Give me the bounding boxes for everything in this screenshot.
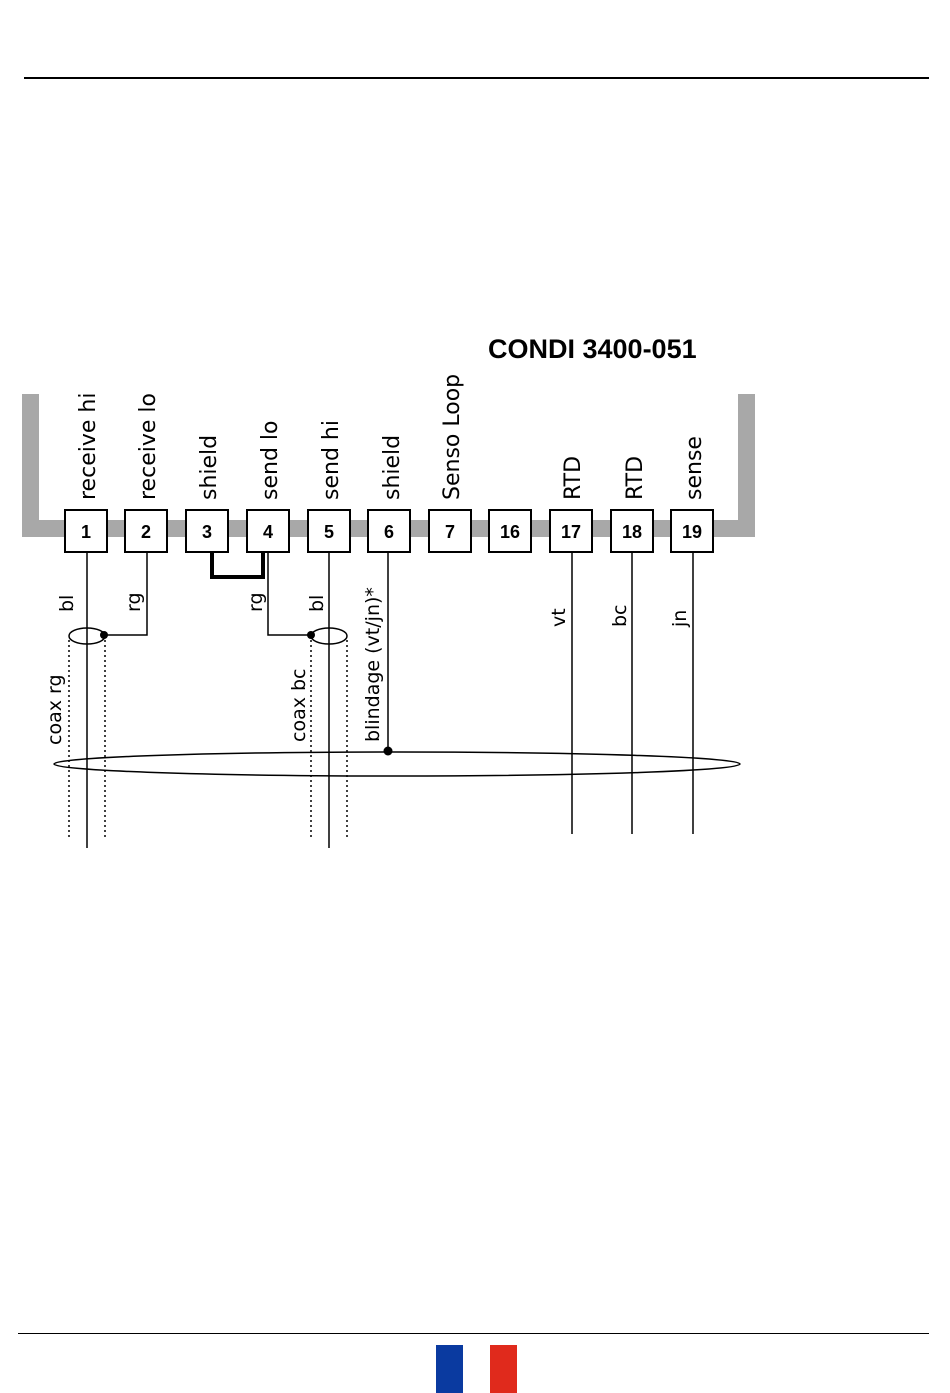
terminal-label-3: shield — [197, 435, 222, 500]
flag-stripe-red — [490, 1345, 517, 1393]
terminal-number-6: 6 — [384, 522, 394, 542]
wire-label-t2: rg — [123, 592, 145, 612]
wire-label-t18: bc — [609, 604, 631, 627]
wire-labels: bl rg rg bl blindage (vt/jn)* vt bc jn c… — [44, 587, 691, 745]
junction-dot-t6 — [384, 747, 393, 756]
wire-label-t1: bl — [56, 595, 78, 612]
terminal-label-2: receive lo — [136, 393, 161, 500]
wire-label-t5: bl — [306, 595, 328, 612]
terminal-number-7: 7 — [445, 522, 455, 542]
terminal-label-1: receive hi — [76, 393, 101, 500]
cable-overall-shield — [54, 752, 740, 776]
terminal-number-4: 4 — [263, 522, 273, 542]
terminal-label-4: send lo — [258, 421, 283, 500]
coax-label-1: coax rg — [44, 674, 66, 745]
french-flag-icon — [436, 1345, 517, 1393]
terminal-number-17: 17 — [561, 522, 581, 542]
terminal-number-3: 3 — [202, 522, 212, 542]
wire-label-t6: blindage (vt/jn)* — [362, 587, 384, 742]
terminal-label-7: Senso Loop — [440, 374, 465, 500]
wiring-diagram: CONDI 3400-051 receive hi receive lo shi… — [0, 0, 950, 1330]
wire-label-t4: rg — [245, 592, 267, 612]
flag-stripe-white — [463, 1345, 490, 1393]
terminal-label-19: sense — [682, 436, 707, 500]
junction-dot-t4 — [307, 631, 315, 639]
junction-dot-t2 — [100, 631, 108, 639]
diagram-title: CONDI 3400-051 — [488, 334, 697, 364]
terminal-number-16: 16 — [500, 522, 520, 542]
terminal-label-6: shield — [380, 435, 405, 500]
jumper-3-4 — [212, 552, 263, 577]
terminal-number-1: 1 — [81, 522, 91, 542]
flag-stripe-blue — [436, 1345, 463, 1393]
wire-t4 — [268, 552, 311, 635]
terminal-label-18: RTD — [623, 456, 648, 500]
terminal-number-18: 18 — [622, 522, 642, 542]
terminal-number-5: 5 — [324, 522, 334, 542]
terminal-label-17: RTD — [561, 456, 586, 500]
terminal-number-2: 2 — [141, 522, 151, 542]
footer-rule — [18, 1333, 929, 1334]
terminal-label-5: send hi — [319, 420, 344, 500]
wire-label-t19: jn — [669, 610, 691, 628]
terminal-number-19: 19 — [682, 522, 702, 542]
terminal-labels: receive hi receive lo shield send lo sen… — [76, 374, 707, 500]
wire-label-t17: vt — [548, 608, 570, 627]
coax-label-2: coax bc — [288, 668, 310, 742]
